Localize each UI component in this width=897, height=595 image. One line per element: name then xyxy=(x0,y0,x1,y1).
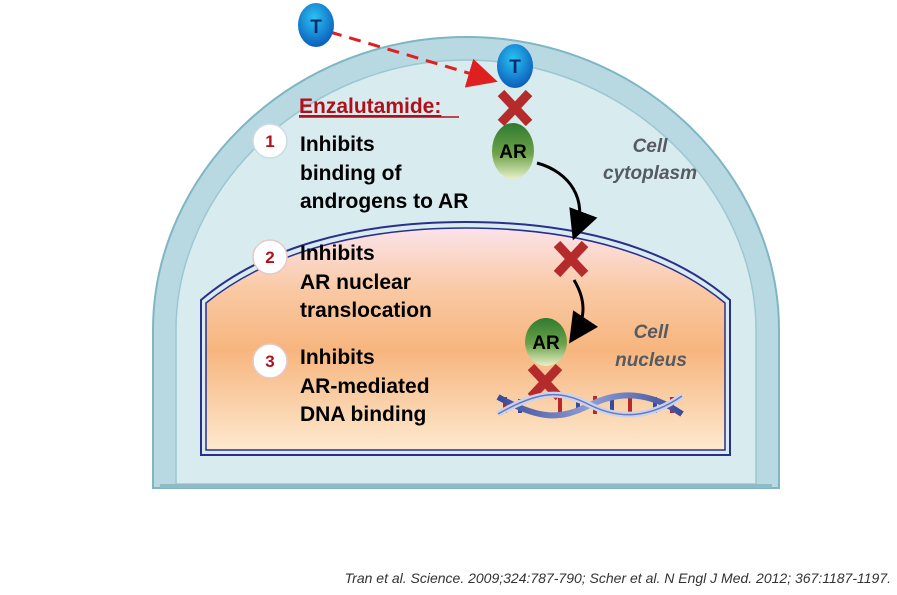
svg-text:cytoplasm: cytoplasm xyxy=(603,163,697,184)
svg-text:androgens to AR: androgens to AR xyxy=(300,190,468,213)
step-1-text: Inhibits binding of androgens to AR xyxy=(300,133,468,213)
step-badge-3: 3 xyxy=(252,343,288,379)
step-badge-2: 2 xyxy=(252,239,288,275)
testosterone-label: T xyxy=(310,17,322,38)
dashed-arrow-icon xyxy=(329,30,498,88)
curved-arrow-icon xyxy=(536,161,598,241)
ar-label: AR xyxy=(499,142,527,163)
svg-text:AR nuclear: AR nuclear xyxy=(300,271,411,294)
testosterone-label: T xyxy=(509,57,521,78)
testosterone-outside: T xyxy=(298,3,334,47)
androgen-receptor-nucleus: AR xyxy=(525,318,567,366)
androgen-receptor-cytoplasm: AR xyxy=(492,123,534,179)
svg-text:Cell: Cell xyxy=(634,322,670,343)
svg-text:DNA binding: DNA binding xyxy=(300,403,426,426)
step-3-text: Inhibits AR-mediated DNA binding xyxy=(300,346,430,426)
dna-helix-icon xyxy=(496,391,684,419)
svg-text:3: 3 xyxy=(265,352,274,371)
nucleus-label: Cell nucleus xyxy=(615,322,687,371)
svg-text:AR-mediated: AR-mediated xyxy=(300,375,430,398)
step-2-text: Inhibits AR nuclear translocation xyxy=(300,242,432,322)
svg-text:Inhibits: Inhibits xyxy=(300,133,375,156)
cell-base xyxy=(160,484,772,488)
cytoplasm-label: Cell cytoplasm xyxy=(603,136,697,184)
testosterone-bound: T xyxy=(497,44,533,88)
svg-text:2: 2 xyxy=(265,248,274,267)
citation: Tran et al. Science. 2009;324:787-790; S… xyxy=(345,570,891,586)
svg-text:binding of: binding of xyxy=(300,162,402,185)
svg-text:Cell: Cell xyxy=(633,136,669,157)
svg-text:Inhibits: Inhibits xyxy=(300,346,375,369)
ar-label: AR xyxy=(532,333,560,354)
step-badge-1: 1 xyxy=(252,123,288,159)
inhibition-x-icon xyxy=(497,89,533,127)
svg-text:nucleus: nucleus xyxy=(615,350,687,371)
curved-arrow-icon xyxy=(569,279,599,344)
svg-text:Inhibits: Inhibits xyxy=(300,242,375,265)
inhibition-x-icon xyxy=(553,240,589,278)
drug-title: Enzalutamide: xyxy=(299,95,441,118)
svg-text:translocation: translocation xyxy=(300,299,432,322)
svg-text:1: 1 xyxy=(265,132,274,151)
